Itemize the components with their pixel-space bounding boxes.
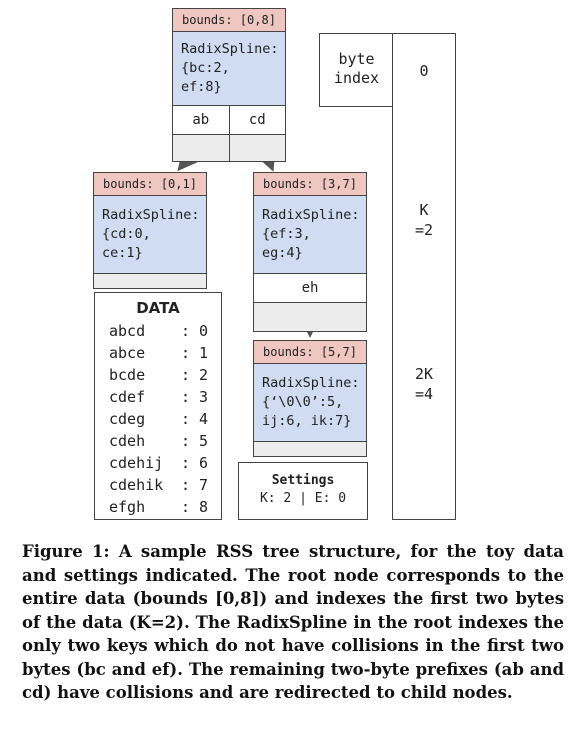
data-value: : 2 <box>181 366 209 384</box>
right-child-radix-spline: RadixSpline: {ef:3, eg:4} <box>254 196 366 274</box>
data-key: cdeg <box>109 410 146 428</box>
data-key: abcd <box>109 322 146 340</box>
root-pointer-row <box>173 135 285 161</box>
data-value: : 6 <box>181 454 209 472</box>
left-child-empty-row <box>94 274 206 288</box>
root-prefix-left: ab <box>192 112 210 128</box>
grandchild-node: bounds: [5,7] RadixSpline: {‘\0\0’:5, ij… <box>253 340 367 457</box>
data-key: cdehij <box>109 454 164 472</box>
left-child-bounds: bounds: [0,1] <box>94 173 206 196</box>
data-key: bcde <box>109 366 146 384</box>
grandchild-radix-spline: RadixSpline: {‘\0\0’:5, ij:6, ik:7} <box>254 364 366 442</box>
data-key: cdehik <box>109 476 164 494</box>
right-child-bounds: bounds: [3,7] <box>254 173 366 196</box>
settings-box: Settings K: 2 | E: 0 <box>238 462 368 520</box>
data-key: efgh <box>109 498 146 516</box>
root-prefix-right: cd <box>228 106 286 134</box>
data-table: DATA abcd : 0 abce : 1 bcde : 2 cdef : 3 cdeg : 4… <box>94 292 222 520</box>
data-key: cdef <box>109 388 146 406</box>
byte-index-2k: 2K =4 <box>414 365 434 403</box>
settings-values: K: 2 | E: 0 <box>259 491 347 506</box>
data-value: : 1 <box>181 344 209 362</box>
data-row: cdef : 3 <box>109 386 221 408</box>
root-prefix-row: ab cd <box>173 106 285 135</box>
right-child-pointer-row <box>254 303 366 331</box>
right-child-node: bounds: [3,7] RadixSpline: {ef:3, eg:4} … <box>253 172 367 332</box>
root-bounds: bounds: [0,8] <box>173 9 285 32</box>
data-row: efgh : 8 <box>109 496 221 518</box>
byte-index-column: 0 K =2 2K =4 <box>392 33 456 520</box>
data-row: cdehij : 6 <box>109 452 221 474</box>
data-key: abce <box>109 344 146 362</box>
caption-label: Figure 1: <box>22 542 110 561</box>
data-row: cdeg : 4 <box>109 408 221 430</box>
root-radix-spline: RadixSpline: {bc:2, ef:8} <box>173 32 285 106</box>
data-value: : 5 <box>181 432 209 450</box>
data-row: abce : 1 <box>109 342 221 364</box>
data-key: cdeh <box>109 432 146 450</box>
byte-index-0: 0 <box>419 62 429 80</box>
data-value: : 7 <box>181 476 209 494</box>
byte-index-k: K =2 <box>414 201 434 239</box>
grandchild-bounds: bounds: [5,7] <box>254 341 366 364</box>
data-row: abcd : 0 <box>109 320 221 342</box>
caption-text: A sample RSS tree structure, for the toy… <box>22 542 564 702</box>
left-child-node: bounds: [0,1] RadixSpline: {cd:0, ce:1} <box>93 172 207 289</box>
data-row: cdeh : 5 <box>109 430 221 452</box>
data-title: DATA <box>136 299 180 317</box>
settings-title: Settings <box>271 473 335 488</box>
figure-caption: Figure 1: A sample RSS tree structure, f… <box>22 540 564 705</box>
data-value: : 3 <box>181 388 209 406</box>
root-node: bounds: [0,8] RadixSpline: {bc:2, ef:8} … <box>172 8 286 162</box>
data-row: bcde : 2 <box>109 364 221 386</box>
grandchild-empty-row <box>254 442 366 456</box>
byte-index-label-box: byte index <box>319 33 394 107</box>
right-child-prefix: eh <box>301 280 319 296</box>
data-value: : 0 <box>181 322 209 340</box>
data-rows: abcd : 0 abce : 1 bcde : 2 cdef : 3 cdeg : 4 cdeh:… <box>95 320 221 518</box>
data-row: cdehik : 7 <box>109 474 221 496</box>
data-value: : 8 <box>181 498 209 516</box>
left-child-radix-spline: RadixSpline: {cd:0, ce:1} <box>94 196 206 274</box>
right-child-prefix-row: eh <box>254 274 366 303</box>
data-value: : 4 <box>181 410 209 428</box>
